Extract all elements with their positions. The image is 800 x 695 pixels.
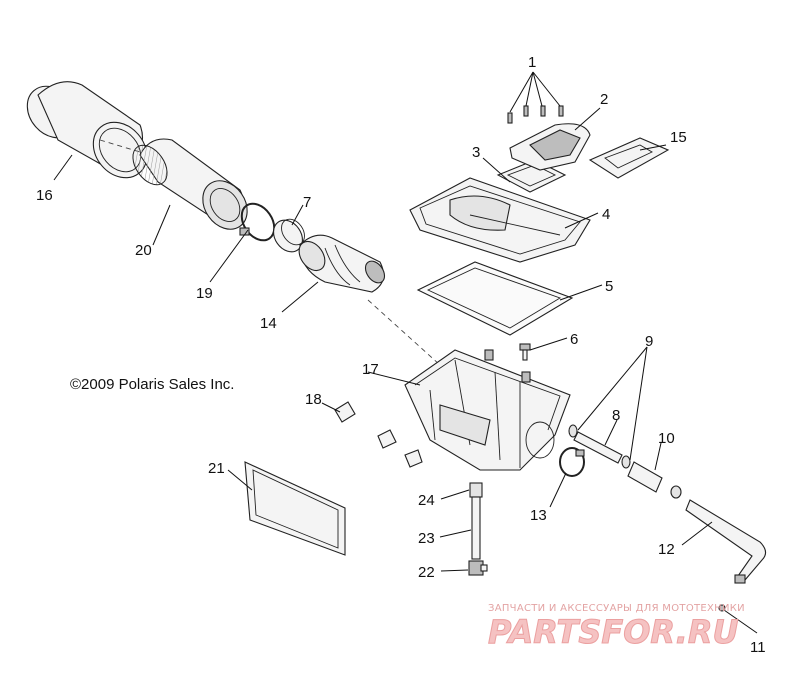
- part-24-cap: [469, 482, 483, 498]
- callout-21: 21: [208, 460, 225, 477]
- callout-2: 2: [600, 91, 608, 108]
- callout-12: 12: [658, 541, 675, 558]
- callout-7: 7: [303, 194, 311, 211]
- watermark-tagline: ЗАПЧАСТИ И АКСЕССУАРЫ ДЛЯ МОТОТЕХНИКИ: [488, 603, 745, 614]
- callout-3: 3: [472, 144, 480, 161]
- callout-1: 1: [528, 54, 536, 71]
- callout-18: 18: [305, 391, 322, 408]
- callout-13: 13: [530, 507, 547, 524]
- part-9-seal-ring-b: [621, 455, 631, 469]
- watermark-logo: PARTSFOR.RU: [488, 613, 738, 651]
- part-16-prefilter-sleeve: [26, 81, 151, 179]
- part-23-drain-tube: [471, 496, 481, 560]
- watermark: ЗАПЧАСТИ И АКСЕССУАРЫ ДЛЯ МОТОТЕХНИКИ PA…: [488, 603, 745, 652]
- part-11-fitting: [718, 604, 726, 612]
- callout-16: 16: [36, 187, 53, 204]
- part-1-screws: [507, 105, 564, 124]
- callout-4: 4: [602, 206, 610, 223]
- part-20-air-filter-element: [132, 138, 248, 230]
- callout-9: 9: [645, 333, 653, 350]
- part-17-airbox-base: [404, 349, 571, 471]
- part-21-panel: [244, 461, 346, 556]
- part-12-breather-hose: [685, 499, 767, 584]
- part-4-airbox-lid: [409, 177, 591, 263]
- part-6-bolt: [519, 343, 531, 361]
- part-22-drain-valve: [468, 560, 488, 576]
- leader-lines: [53, 71, 758, 634]
- callout-5: 5: [605, 278, 613, 295]
- copyright-notice: ©2009 Polaris Sales Inc.: [70, 376, 234, 393]
- callout-labels: 1 2 3 4 5 6 7 8 9 10 11 12 13 14 15 16 1…: [36, 54, 766, 656]
- callout-22: 22: [418, 564, 435, 581]
- callout-11: 11: [750, 639, 766, 656]
- callout-20: 20: [135, 242, 152, 259]
- part-15-decal: [588, 137, 670, 179]
- callout-15: 15: [670, 129, 687, 146]
- callout-10: 10: [658, 430, 675, 447]
- callout-17: 17: [362, 361, 379, 378]
- part-14-intake-boot: [298, 234, 386, 293]
- callout-24: 24: [418, 492, 435, 509]
- callout-8: 8: [612, 407, 620, 424]
- part-2-snorkel-cover: [509, 123, 591, 171]
- part-8-tube: [573, 431, 623, 464]
- part-13-clamp: [559, 447, 585, 477]
- callout-6: 6: [570, 331, 578, 348]
- part-10-connector: [627, 461, 682, 499]
- callout-14: 14: [260, 315, 277, 332]
- part-18-clips: [334, 401, 423, 468]
- callout-23: 23: [418, 530, 435, 547]
- part-5-seal: [416, 261, 574, 336]
- callout-19: 19: [196, 285, 213, 302]
- part-9-seal-ring-a: [568, 424, 578, 438]
